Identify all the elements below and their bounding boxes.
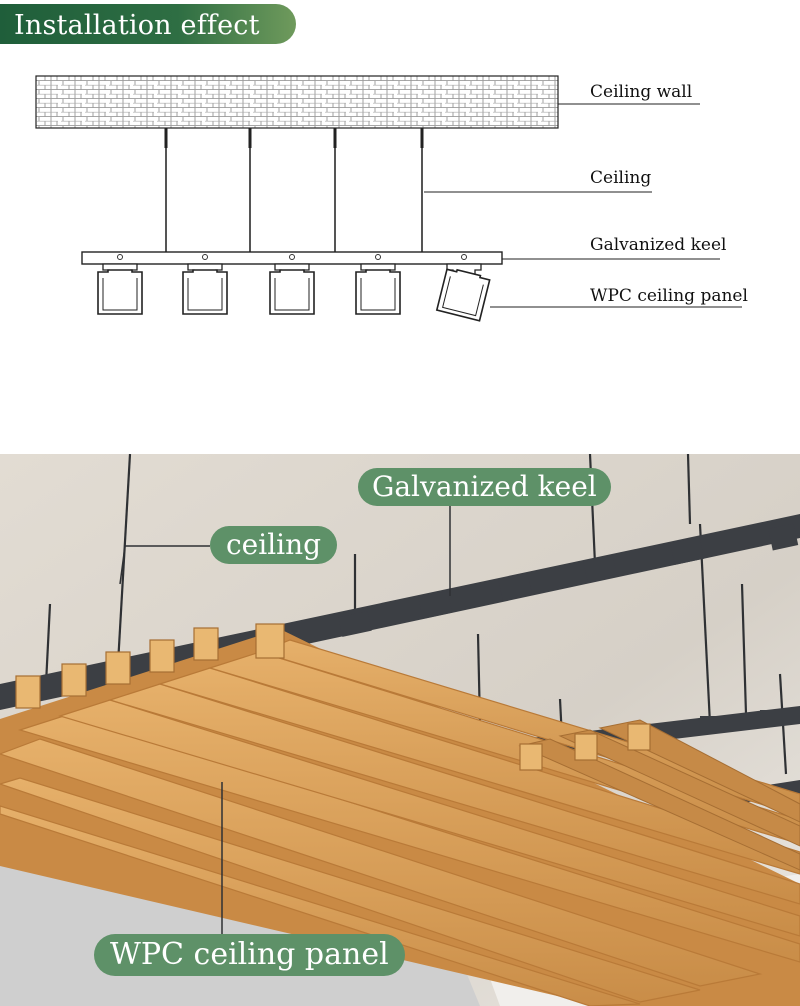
ceiling-wall-slab: [35, 75, 559, 129]
callout-ceiling: ceiling: [210, 526, 338, 564]
callout-galvanized-keel: Galvanized keel: [358, 468, 611, 506]
photo-leader-lines: [119, 506, 451, 934]
label-galvanized-keel: Galvanized keel: [590, 235, 727, 255]
hanger-rods: [165, 128, 423, 252]
installation-diagram: [35, 75, 742, 322]
label-wpc-panel: WPC ceiling panel: [590, 286, 748, 306]
photo-wpc-panels: [0, 623, 800, 1006]
callout-wpc-panel: WPC ceiling panel: [94, 934, 405, 976]
section-title-banner: Installation effect: [0, 4, 296, 44]
section-title: Installation effect: [14, 10, 260, 41]
installation-photo: [0, 454, 800, 1006]
wpc-panel-profiles: [97, 268, 491, 322]
label-ceiling-wall: Ceiling wall: [590, 82, 693, 102]
label-ceiling: Ceiling: [590, 168, 652, 188]
leader-lines: [424, 103, 742, 308]
